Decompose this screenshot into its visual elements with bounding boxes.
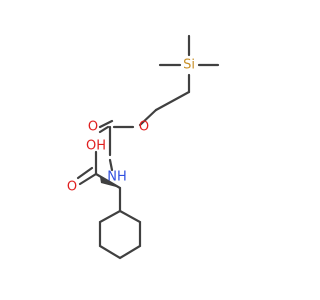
bond-carbonyl-double-1 (98, 125, 110, 134)
bond-alpha-carboxyl (94, 172, 122, 190)
atom-o-ester-label: O (139, 120, 149, 135)
bond-carboxyl-double-1 (78, 172, 98, 186)
bond-carboxyl-double-2 (76, 166, 94, 180)
atom-oh-label: OH (86, 139, 106, 154)
atom-o-carbamate-label: O (88, 120, 98, 135)
cyclohexane-ring (98, 209, 142, 260)
bond-ch2-o-ester (138, 108, 158, 127)
molecule-structure: Si O O NH OH O (67, 34, 220, 260)
atom-o-acid-label: O (67, 180, 77, 195)
bond-n-stub (108, 158, 114, 172)
atom-nh-label: NH (107, 170, 127, 185)
bond-carbonyl-double-2 (98, 119, 114, 129)
atom-si-label: Si (183, 58, 195, 73)
bond-ch2-ch2 (154, 90, 191, 112)
